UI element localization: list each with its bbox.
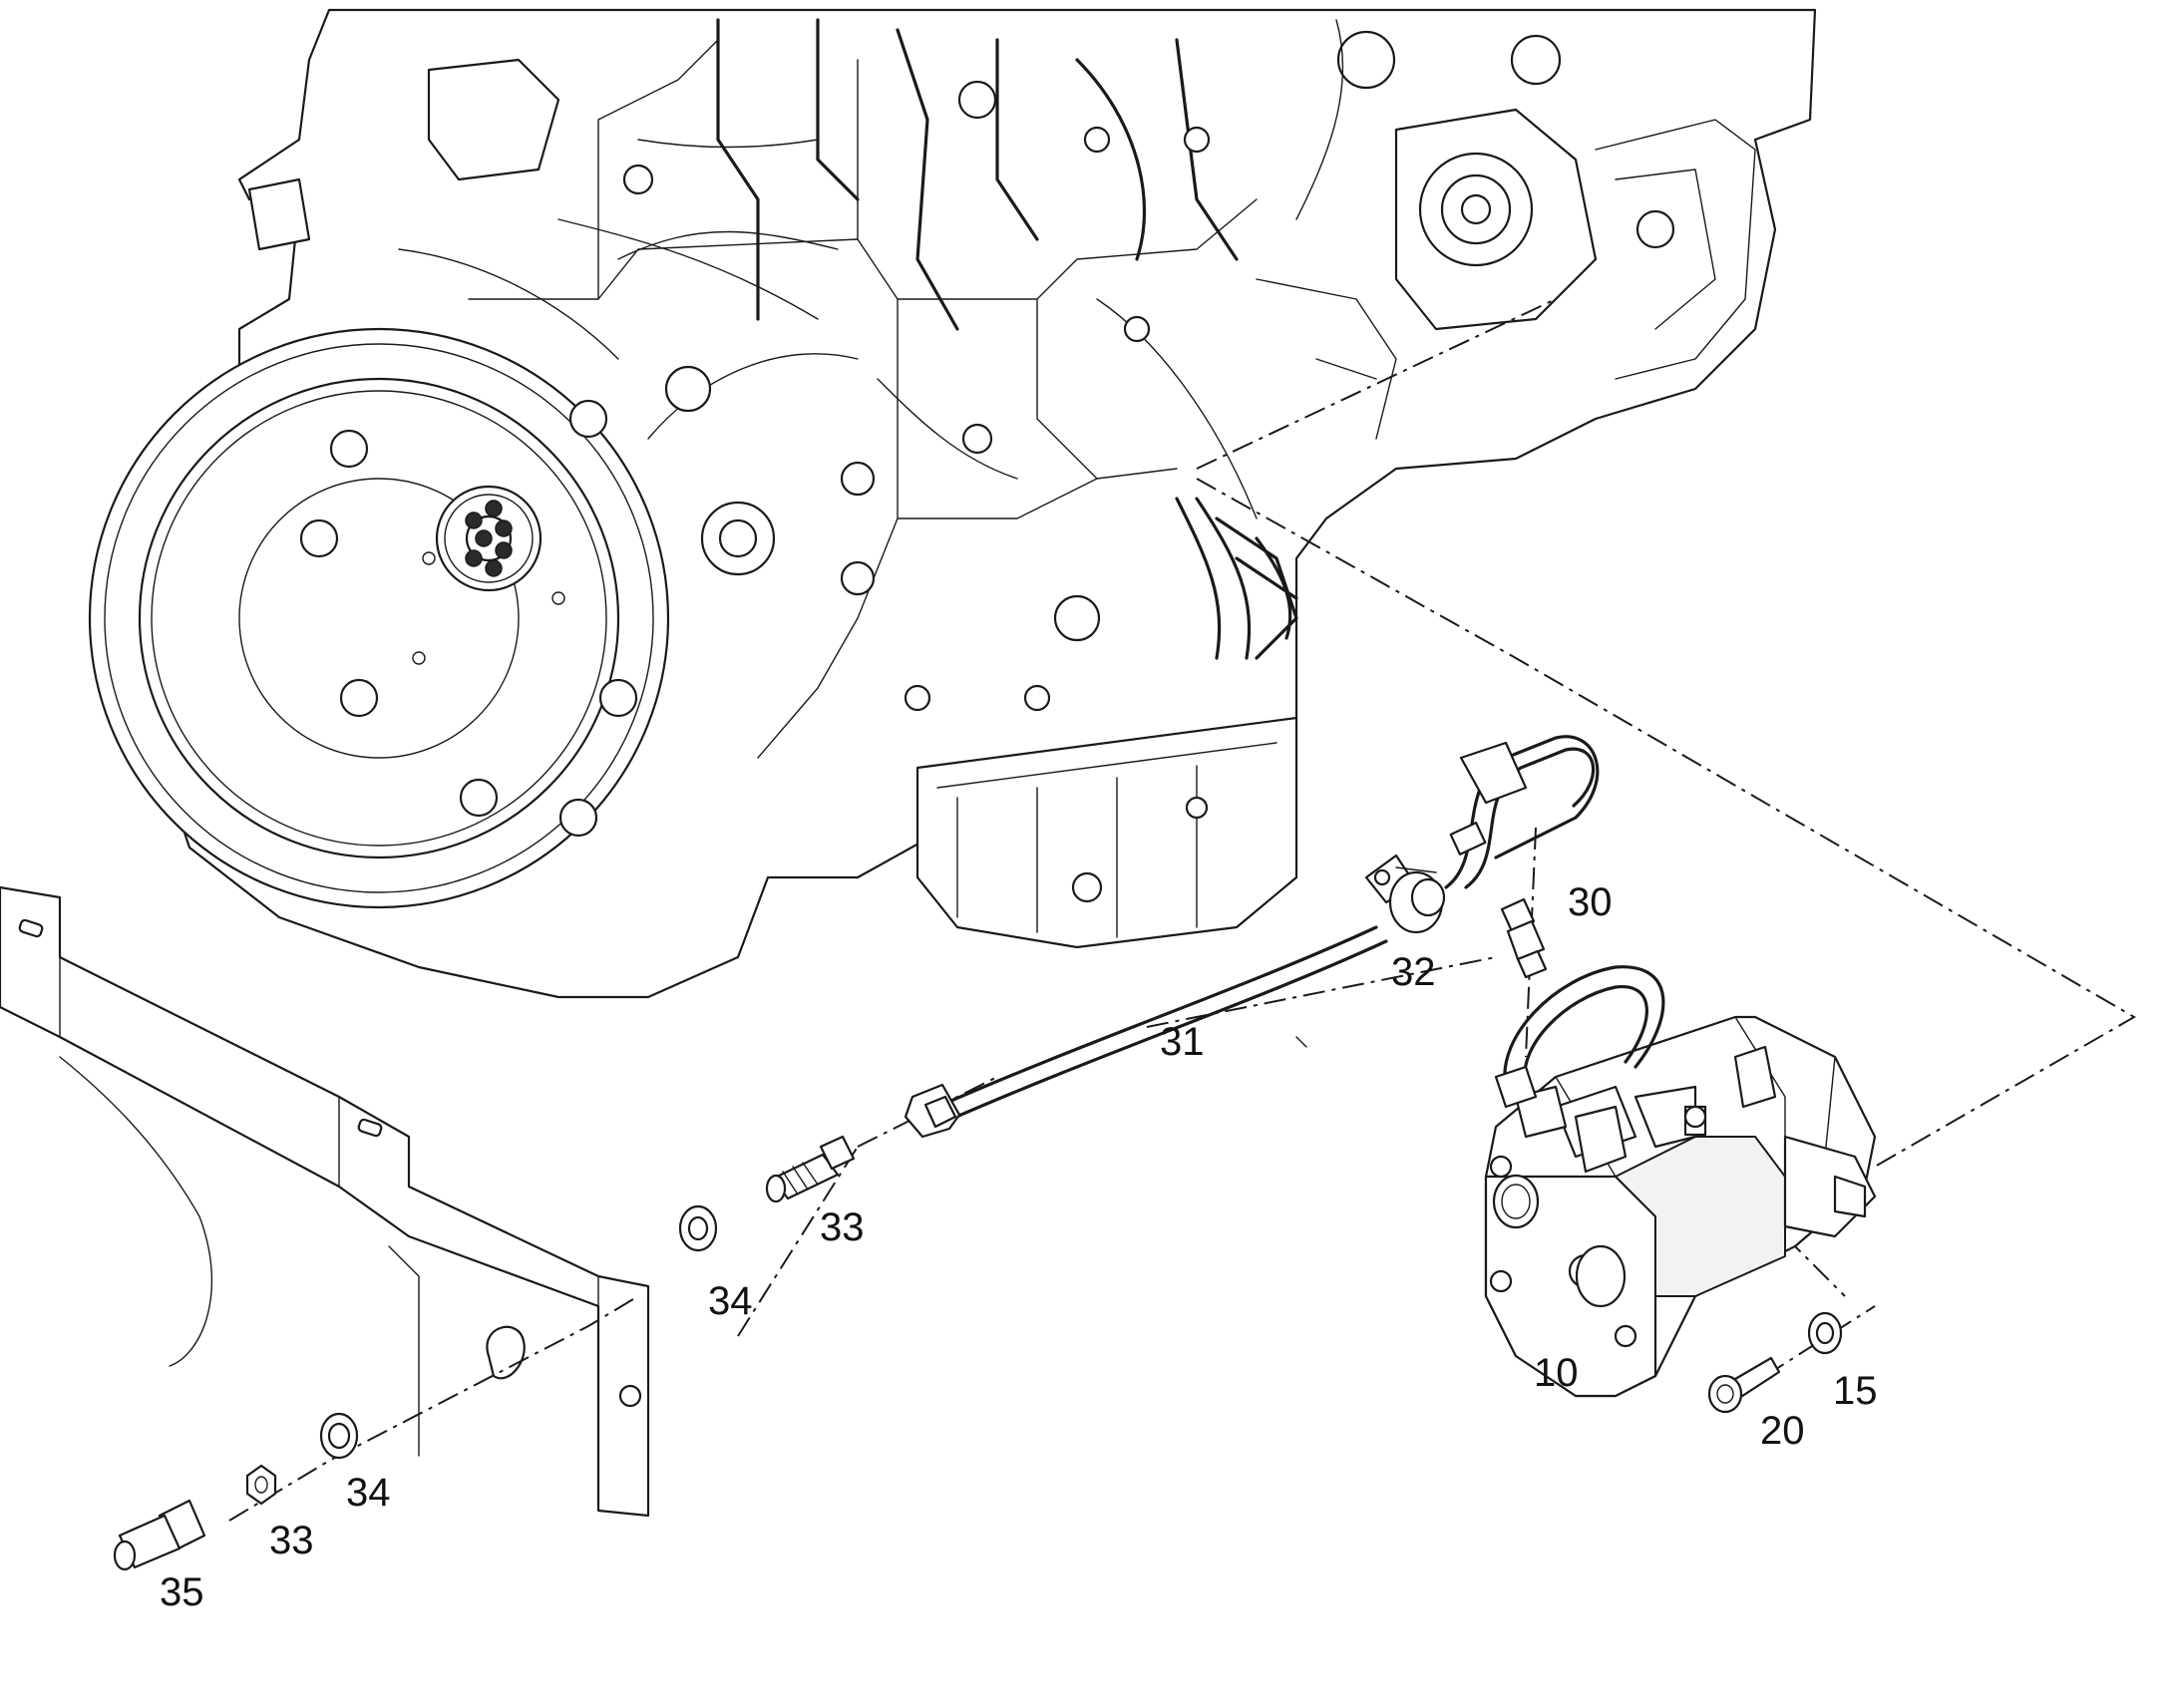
washer-34-lower <box>319 1412 359 1460</box>
nut-33-lower <box>245 1464 277 1506</box>
engine-assembly <box>88 8 1817 999</box>
adapter-fitting <box>1500 897 1548 979</box>
callout-32: 32 <box>1391 950 1436 994</box>
guard-plate <box>0 885 650 1518</box>
callout-34-lower: 34 <box>346 1471 391 1515</box>
callout-30: 30 <box>1568 880 1613 924</box>
callout-35: 35 <box>160 1570 204 1614</box>
callout-10: 10 <box>1534 1351 1579 1395</box>
callout-20: 20 <box>1760 1409 1805 1453</box>
hose-clamp <box>1364 854 1446 934</box>
callout-33-lower: 33 <box>269 1519 314 1562</box>
bolt-20 <box>1707 1356 1781 1414</box>
callout-34-upper: 34 <box>708 1279 753 1323</box>
hydraulic-hose <box>904 925 1388 1139</box>
flywheel <box>88 327 670 909</box>
hose-loop <box>1444 735 1600 889</box>
callout-labels: 10 15 20 30 31 32 33 33 34 34 35 <box>160 880 1878 1614</box>
leader-lines <box>1295 1036 1307 1048</box>
callout-15: 15 <box>1833 1369 1878 1413</box>
callout-33-upper: 33 <box>820 1205 865 1249</box>
callout-31: 31 <box>1160 1020 1205 1064</box>
fitting-35 <box>113 1499 206 1571</box>
washer-34-upper <box>678 1204 718 1252</box>
hydraulic-pump <box>1484 965 1877 1398</box>
fitting-33-upper <box>765 1135 856 1203</box>
washer-15 <box>1807 1311 1843 1355</box>
